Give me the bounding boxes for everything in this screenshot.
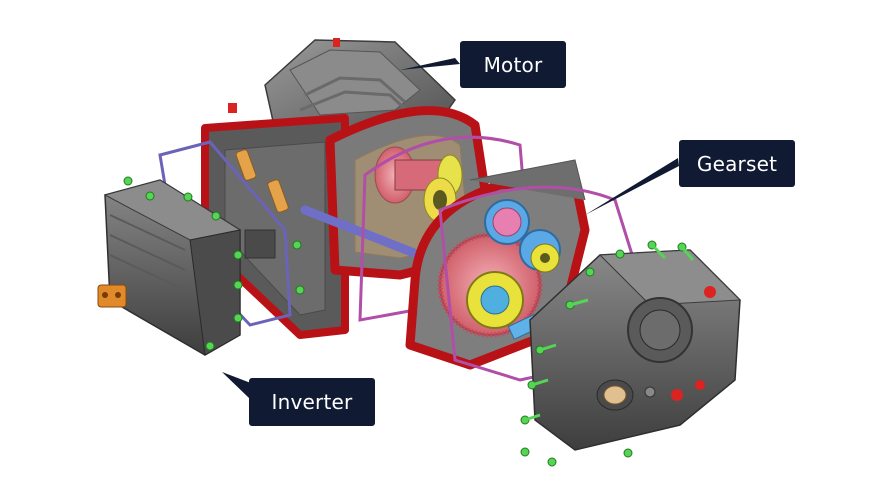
inverter-housing xyxy=(97,179,242,356)
motor-pointer xyxy=(400,58,460,70)
inverter-pointer xyxy=(222,372,256,398)
gearset xyxy=(405,159,590,370)
inverter-connector-icon xyxy=(97,284,127,308)
bolt-shafts xyxy=(524,243,695,422)
motor-flange xyxy=(201,114,349,339)
inverter-callout: Inverter xyxy=(249,378,375,426)
gearset-callout: Gearset xyxy=(679,140,795,187)
bolts xyxy=(123,176,687,467)
motor-callout: Motor xyxy=(460,41,566,88)
gearset-pointer xyxy=(585,158,679,215)
